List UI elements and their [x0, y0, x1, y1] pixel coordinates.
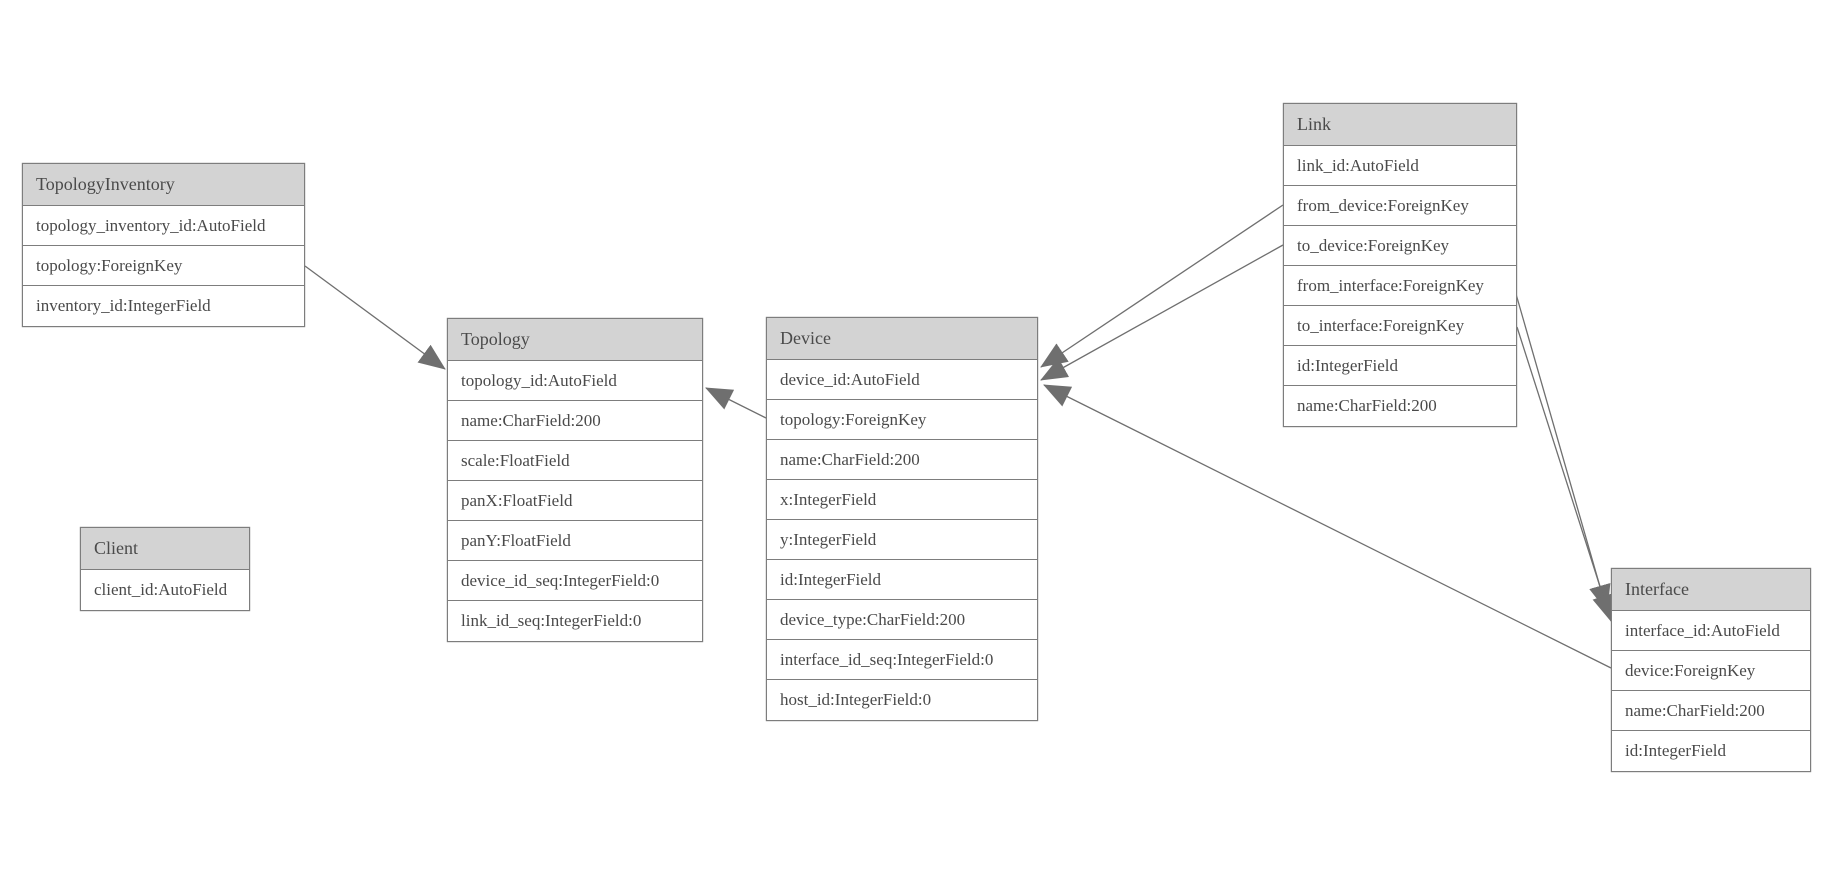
edge-topologyinventory-topology-fk — [304, 265, 446, 370]
entity-field: scale:FloatField — [448, 441, 702, 481]
entity-field: panY:FloatField — [448, 521, 702, 561]
edge-link-from-interface-fk — [1513, 286, 1611, 612]
entity-field: name:CharField:200 — [448, 401, 702, 441]
entity-field: from_device:ForeignKey — [1284, 186, 1516, 226]
entity-field: interface_id_seq:IntegerField:0 — [767, 640, 1037, 680]
entity-field: link_id_seq:IntegerField:0 — [448, 601, 702, 641]
entity-field: link_id:AutoField — [1284, 146, 1516, 186]
entity-field: id:IntegerField — [1612, 731, 1810, 771]
entity-field: topology_id:AutoField — [448, 361, 702, 401]
entity-field: y:IntegerField — [767, 520, 1037, 560]
entity-title-topology: Topology — [448, 319, 702, 361]
entity-field: id:IntegerField — [1284, 346, 1516, 386]
entity-field: device_id_seq:IntegerField:0 — [448, 561, 702, 601]
entity-field: device_id:AutoField — [767, 360, 1037, 400]
entity-title-interface: Interface — [1612, 569, 1810, 611]
entity-field: inventory_id:IntegerField — [23, 286, 304, 326]
entity-title-link: Link — [1284, 104, 1516, 146]
edge-link-from-device-fk — [1040, 204, 1284, 368]
entity-field: topology_inventory_id:AutoField — [23, 206, 304, 246]
entity-title-device: Device — [767, 318, 1037, 360]
entity-field: name:CharField:200 — [1612, 691, 1810, 731]
entity-field: x:IntegerField — [767, 480, 1037, 520]
entity-field: name:CharField:200 — [1284, 386, 1516, 426]
entity-field: to_interface:ForeignKey — [1284, 306, 1516, 346]
edge-link-to-interface-fk — [1516, 326, 1614, 622]
entity-field: client_id:AutoField — [81, 570, 249, 610]
entity-title-topologyinventory: TopologyInventory — [23, 164, 304, 206]
entity-field: from_interface:ForeignKey — [1284, 266, 1516, 306]
entity-title-client: Client — [81, 528, 249, 570]
entity-field: to_device:ForeignKey — [1284, 226, 1516, 266]
entity-field: device_type:CharField:200 — [767, 600, 1037, 640]
entity-field: topology:ForeignKey — [23, 246, 304, 286]
edge-interface-device-fk — [1043, 384, 1612, 669]
entity-field: device:ForeignKey — [1612, 651, 1810, 691]
entity-field: host_id:IntegerField:0 — [767, 680, 1037, 720]
entity-field: panX:FloatField — [448, 481, 702, 521]
entity-field: topology:ForeignKey — [767, 400, 1037, 440]
edge-link-to-device-fk — [1040, 244, 1284, 381]
entity-field: id:IntegerField — [767, 560, 1037, 600]
entity-field: name:CharField:200 — [767, 440, 1037, 480]
entity-field: interface_id:AutoField — [1612, 611, 1810, 651]
edge-device-topology-fk — [705, 387, 767, 419]
